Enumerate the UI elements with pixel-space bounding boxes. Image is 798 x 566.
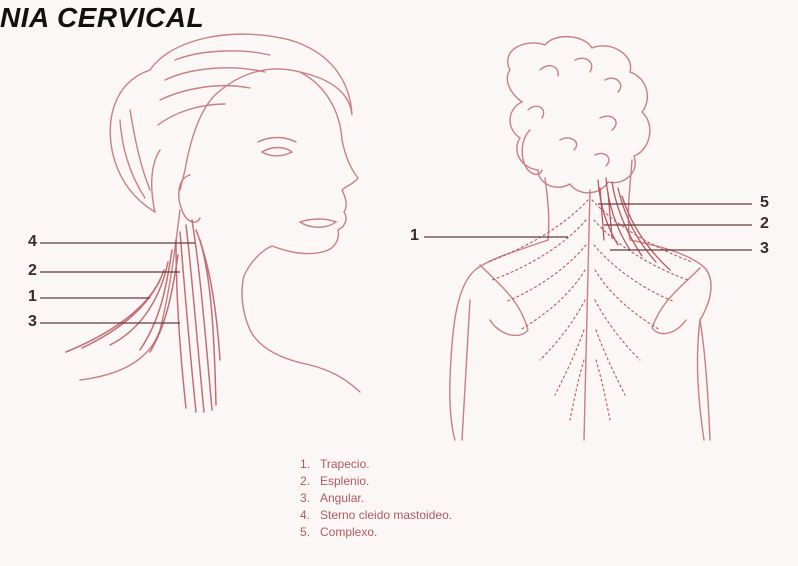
legend-item: 4. Sterno cleido mastoideo. <box>300 507 452 524</box>
ear <box>179 175 200 222</box>
legend-item: 3. Angular. <box>300 490 452 507</box>
label-3-left: 3 <box>28 313 37 331</box>
label-2-right: 2 <box>760 215 769 233</box>
neck-front <box>250 330 360 392</box>
lips <box>300 219 336 227</box>
label-4-left: 4 <box>28 233 37 251</box>
face-profile <box>242 72 358 330</box>
right-figure-leaders <box>424 204 752 250</box>
legend-item: 5. Complexo. <box>300 524 452 541</box>
shoulder-left <box>450 240 548 440</box>
eye <box>262 148 292 156</box>
hair-bun <box>110 70 160 212</box>
legend-item: 1. Trapecio. <box>300 456 452 473</box>
label-3-right: 3 <box>760 240 769 258</box>
spine <box>584 190 590 440</box>
right-figure-neck-muscles <box>598 178 670 270</box>
right-figure-back <box>450 37 711 440</box>
left-figure-muscles <box>66 220 220 412</box>
neck-right <box>628 160 632 240</box>
label-2-left: 2 <box>28 262 37 280</box>
arm-left <box>462 300 470 440</box>
neck-left <box>545 178 549 240</box>
legend-item: 2. Esplenio. <box>300 473 452 490</box>
neck-back <box>80 210 180 380</box>
scapula-right <box>652 268 700 334</box>
legend: 1. Trapecio. 2. Esplenio. 3. Angular. 4.… <box>300 456 452 541</box>
label-1-right: 1 <box>410 227 419 245</box>
label-5-right: 5 <box>760 194 769 212</box>
label-1-left: 1 <box>28 288 37 306</box>
curly-hair <box>507 37 650 193</box>
